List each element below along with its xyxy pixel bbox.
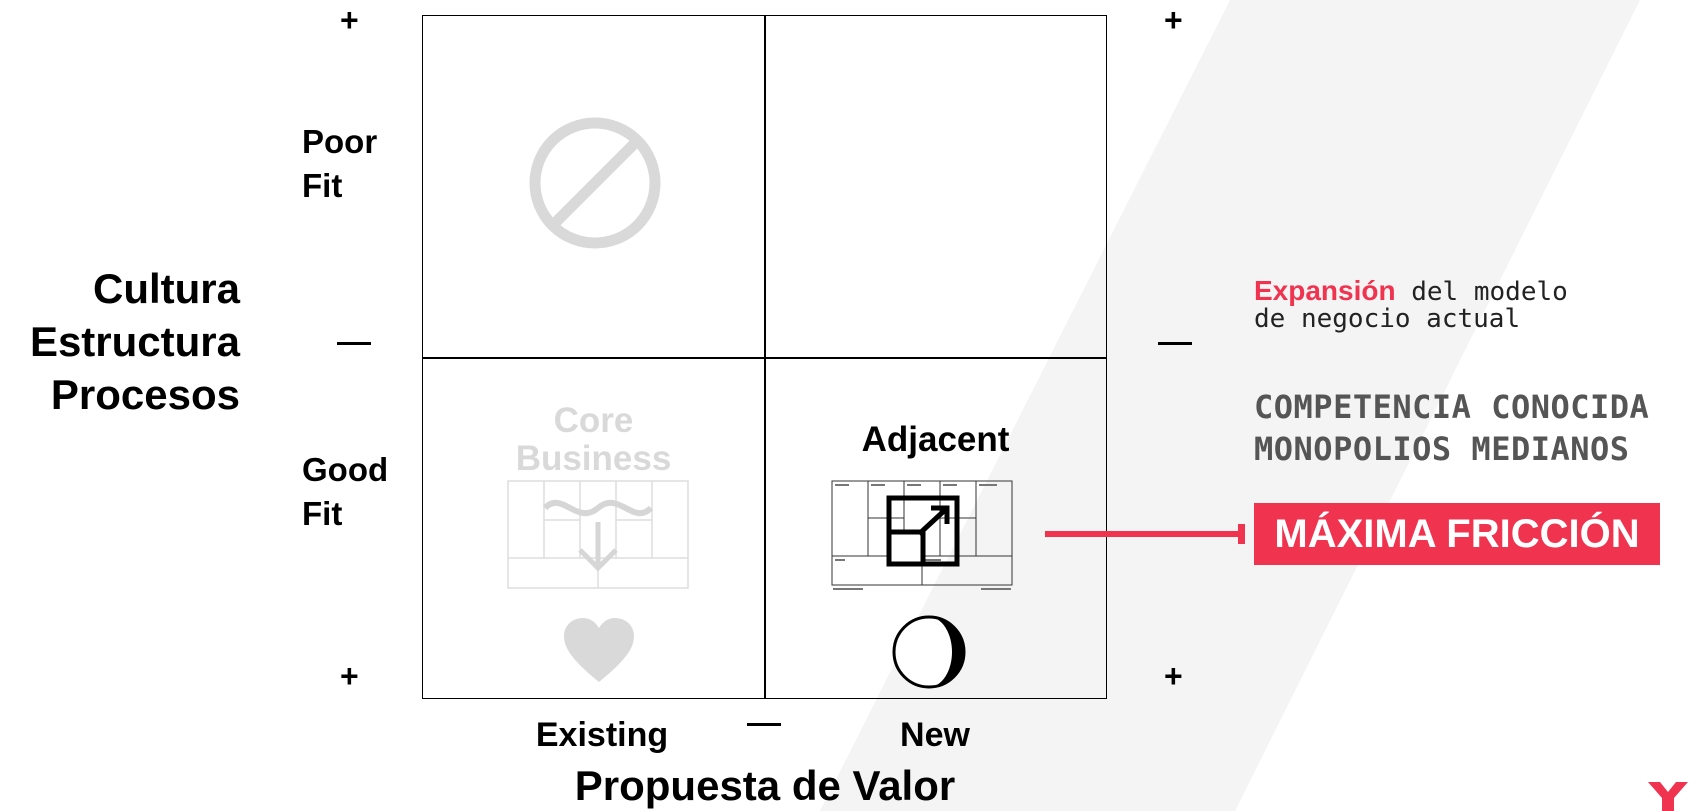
- fit-matrix: Core Business Adjacent: [422, 15, 1107, 699]
- expansion-description-line-1: Expansión del modelo: [1254, 276, 1568, 307]
- sign-minus-right: [1158, 342, 1192, 345]
- core-business-title-line-1: Core: [553, 401, 634, 440]
- y-axis-title-line-3: Procesos: [50, 371, 240, 418]
- matrix-horizontal-divider: [423, 357, 1106, 359]
- half-moon-icon: [892, 615, 966, 689]
- y-axis-title: Cultura Estructura Procesos: [0, 262, 240, 421]
- row-label-fit-top: Fit: [302, 167, 343, 204]
- row-label-poor-fit: Poor Fit: [302, 120, 377, 208]
- y-axis-title-line-1: Cultura: [93, 265, 240, 312]
- maximum-friction-badge: MÁXIMA FRICCIÓN: [1254, 503, 1660, 565]
- quadrant-top-left: [423, 16, 764, 357]
- quadrant-bottom-left: Core Business: [423, 358, 764, 698]
- column-label-new: New: [900, 716, 970, 754]
- quadrant-title-adjacent: Adjacent: [861, 420, 1010, 459]
- competition-line-2: MONOPOLIOS MEDIANOS: [1254, 430, 1630, 468]
- row-label-good-fit: Good Fit: [302, 448, 388, 536]
- brand-logo-icon: [1648, 782, 1688, 811]
- core-business-title-line-2: Business: [515, 439, 672, 478]
- sign-plus-top-left: +: [340, 2, 359, 38]
- sign-minus-left: [337, 342, 371, 345]
- quadrant-top-right: [765, 16, 1106, 357]
- heart-icon: [564, 618, 634, 682]
- sign-plus-bottom-right: +: [1164, 658, 1183, 694]
- column-label-existing: Existing: [535, 716, 669, 754]
- quadrant-bottom-right: Adjacent: [765, 358, 1106, 698]
- row-label-fit-bottom: Fit: [302, 495, 343, 532]
- quadrant-title-core-business: Core Business: [423, 402, 764, 478]
- sign-plus-top-right: +: [1164, 2, 1183, 38]
- sign-plus-bottom-left: +: [340, 658, 359, 694]
- row-label-good: Good: [302, 451, 389, 488]
- business-model-canvas-icon: [507, 480, 689, 589]
- business-model-canvas-icon: [831, 480, 1013, 590]
- expansion-highlight: Expansión: [1254, 275, 1396, 306]
- x-axis-title: Propuesta de Valor: [574, 762, 956, 809]
- y-axis-title-line-2: Estructura: [29, 318, 240, 365]
- expansion-description-line-2: de negocio actual: [1254, 304, 1521, 334]
- prohibited-icon: [529, 117, 661, 249]
- sign-minus-bottom: [747, 723, 781, 726]
- competition-line-1: COMPETENCIA CONOCIDA: [1254, 388, 1650, 426]
- friction-connector-line: [1045, 524, 1245, 544]
- row-label-poor: Poor: [302, 123, 378, 160]
- expansion-rest: del modelo: [1411, 277, 1568, 307]
